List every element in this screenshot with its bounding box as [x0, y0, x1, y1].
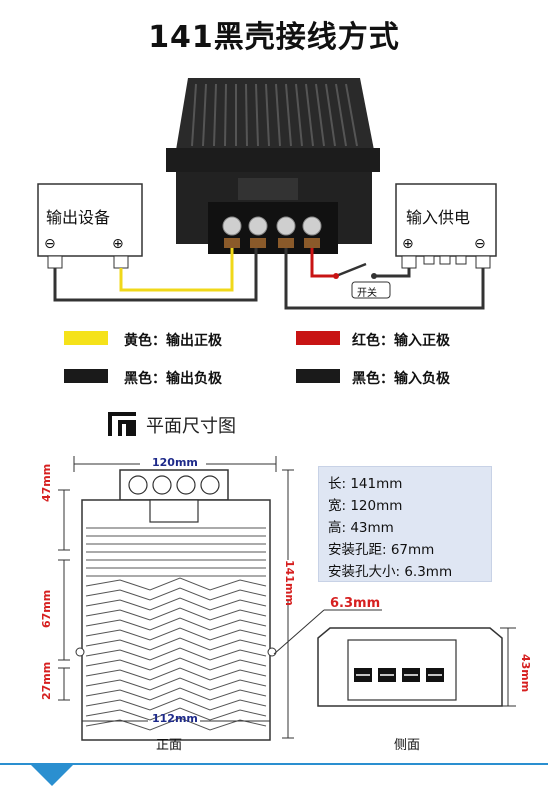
side-view-label: 侧面: [394, 738, 421, 753]
dim-height-mid: 67mm: [40, 589, 53, 628]
dim-height-bottom: 27mm: [40, 661, 53, 700]
dim-height-top: 47mm: [40, 463, 53, 502]
spec-width: 宽: 120mm: [328, 498, 403, 514]
legend-swatch-black-output: [64, 369, 108, 383]
dim-top-width: 120mm: [152, 456, 198, 469]
page-title: 141黑壳接线方式: [148, 20, 400, 55]
output-plus-symbol: ⊕: [112, 236, 124, 252]
plan-icon: [108, 412, 136, 436]
legend-swatch-red: [296, 331, 340, 345]
output-device-label: 输出设备: [46, 208, 111, 227]
legend-input-positive: 红色：输入正极: [352, 333, 450, 349]
bottom-decor-bar: [0, 763, 548, 786]
spec-height: 高: 43mm: [328, 520, 394, 536]
spec-box: [318, 466, 492, 582]
input-minus-symbol: ⊖: [474, 236, 486, 252]
legend-swatch-yellow: [64, 331, 108, 345]
dim-side-height: 43mm: [519, 654, 532, 693]
output-minus-symbol: ⊖: [44, 236, 56, 252]
front-view-drawing: [58, 456, 516, 741]
wiring-diagram: [37, 78, 497, 310]
input-plus-symbol: ⊕: [402, 236, 414, 252]
legend-output-positive: 黄色：输出正极: [124, 333, 222, 349]
dim-hole-size: 6.3mm: [330, 596, 381, 611]
legend-input-negative: 黑色：输入负极: [352, 371, 450, 387]
spec-hole-size: 安装孔大小: 6.3mm: [328, 564, 453, 580]
spec-hole-spacing: 安装孔距: 67mm: [328, 542, 435, 558]
dim-length: 141mm: [283, 560, 296, 606]
front-view-label: 正面: [156, 738, 183, 753]
dim-bottom-width: 112mm: [152, 712, 198, 725]
converter-body: [166, 78, 380, 254]
legend-swatch-black-input: [296, 369, 340, 383]
plan-title: 平面尺寸图: [146, 416, 236, 437]
input-power-label: 输入供电: [406, 208, 471, 227]
legend-output-negative: 黑色：输出负极: [124, 371, 222, 387]
switch-label: 开关: [357, 288, 377, 299]
spec-length: 长: 141mm: [328, 476, 403, 492]
